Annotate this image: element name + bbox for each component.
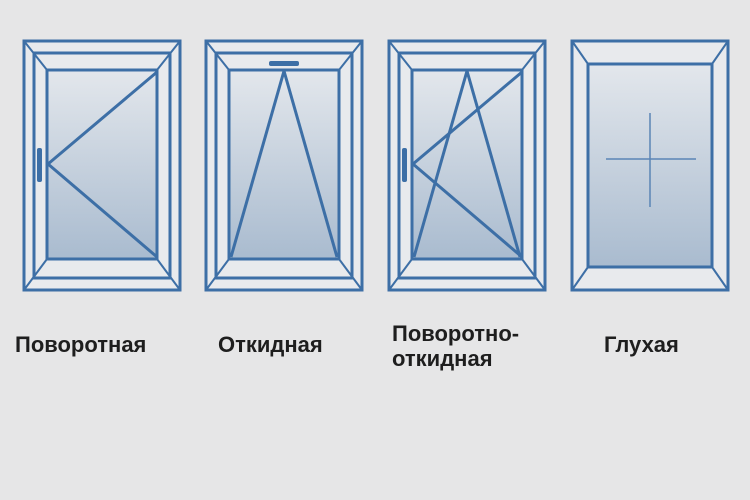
label-tilt-turn-line1: Поворотно-	[392, 321, 520, 346]
label-fixed: Глухая	[604, 332, 679, 357]
handle-icon	[37, 148, 42, 182]
handle-icon	[269, 61, 299, 66]
window-tilt-turn	[387, 39, 547, 292]
label-tilt: Откидная	[218, 332, 323, 357]
window-tilt	[204, 39, 364, 292]
label-tilt-turn-line2: откидная	[392, 346, 493, 371]
window-turn	[22, 39, 182, 292]
label-turn: Поворотная	[15, 332, 147, 357]
handle-icon	[402, 148, 407, 182]
window-fixed	[570, 39, 730, 292]
